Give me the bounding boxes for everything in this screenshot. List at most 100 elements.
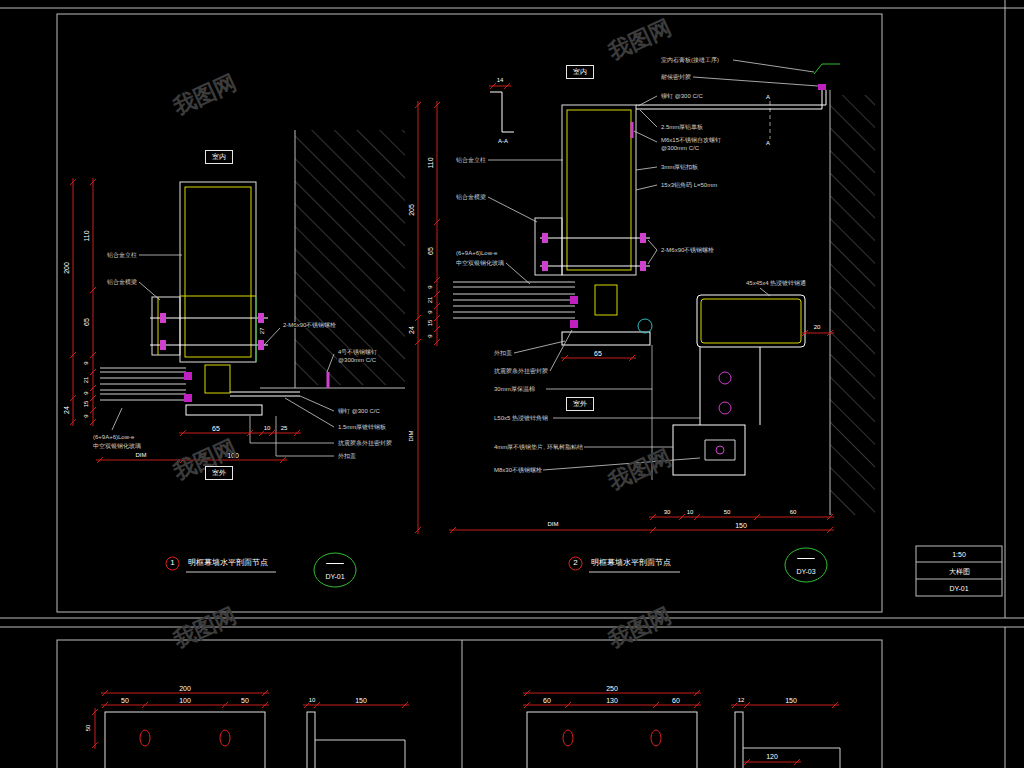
mullion-section-left — [258, 340, 264, 350]
dimension-line — [92, 742, 98, 748]
callout-text: M8x30不锈钢螺栓 — [493, 467, 543, 473]
dimension-text: 9 — [427, 309, 433, 314]
title-text: DY-01 — [948, 585, 969, 592]
callout-text: 中空双银钢化玻璃 — [455, 260, 505, 266]
mullion-section-right — [697, 295, 805, 347]
dimension-text: 65 — [211, 425, 221, 432]
mullion-section-right — [562, 105, 636, 275]
dimension-line — [222, 702, 228, 708]
dimension-text: 9 — [427, 333, 433, 338]
dimension-text: 50 — [85, 724, 91, 733]
leader-lines — [648, 250, 657, 264]
mullion-section-right — [638, 319, 652, 333]
callout-text: 外扣盖 — [493, 350, 513, 356]
dimension-line — [629, 355, 635, 361]
sheet-frame — [0, 618, 1024, 619]
mullion-section-right — [453, 300, 575, 301]
mullion-section-right — [760, 347, 761, 425]
dimension-line — [303, 705, 409, 706]
dimension-text: 110 — [83, 229, 90, 242]
leader-lines — [640, 110, 657, 127]
leader-lines — [488, 160, 563, 161]
callout-text: 铝合金立柱 — [106, 252, 138, 258]
dimension-line — [434, 219, 440, 225]
detail-ref-ellipse: DY-01 — [313, 552, 357, 588]
dimension-text: 9 — [427, 284, 433, 289]
dimension-text: A — [765, 94, 771, 100]
wall-hatch — [260, 388, 405, 389]
mullion-section-right — [701, 299, 801, 343]
dimension-text: 15 — [427, 319, 433, 328]
leader-lines — [550, 330, 572, 371]
title-text: 1:50 — [951, 551, 967, 558]
dimension-line — [247, 430, 253, 436]
dimension-text: 10 — [308, 697, 317, 703]
mullion-section-right — [705, 440, 735, 460]
sheet-frame — [0, 8, 1024, 9]
bracket-plates — [307, 712, 315, 768]
dimension-line — [73, 178, 74, 426]
callout-text: 1.5mm厚镀锌钢板 — [337, 424, 387, 430]
dimension-line — [832, 702, 838, 708]
callout-text: 铝合金横梁 — [455, 194, 487, 200]
dimension-line — [523, 705, 701, 706]
dimension-line — [262, 702, 268, 708]
dimension-text: 10 — [686, 509, 695, 515]
mullion-section-left — [186, 405, 262, 415]
callout-text: 铆钉 @300 C/C — [337, 408, 381, 414]
dimension-line — [92, 709, 98, 715]
dimension-text: 10 — [263, 425, 272, 431]
dimension-line — [649, 517, 834, 518]
dimension-text: 9 — [83, 390, 89, 395]
leader-lines — [139, 282, 160, 300]
title-text: 明框幕墙水平剖面节点 — [187, 559, 269, 567]
mullion-section-right — [453, 318, 575, 319]
dimension-line — [794, 759, 800, 765]
dimension-line — [490, 83, 496, 89]
callout-text: 15x3铝角码 L=50mm — [660, 182, 718, 188]
callout-text: M6x15不锈钢自攻螺钉 — [660, 137, 722, 143]
dimension-text: 60 — [671, 697, 681, 704]
leader-lines — [693, 77, 818, 86]
dimension-line — [70, 419, 76, 425]
dimension-line — [102, 702, 108, 708]
watermark: 我图网 — [605, 446, 674, 494]
dimension-line — [90, 179, 96, 185]
dimension-line — [524, 690, 530, 696]
leader-lines — [648, 240, 657, 250]
dimension-line — [97, 457, 103, 463]
callout-text: 2-M6x90不锈钢螺栓 — [660, 247, 715, 253]
mullion-section-right — [631, 122, 634, 138]
dimension-text: 15 — [83, 400, 89, 409]
node-text: 室内 — [212, 153, 226, 161]
mullion-section-left — [230, 396, 300, 397]
dimension-line — [827, 514, 833, 520]
detail-number: 2 — [568, 556, 583, 571]
dimension-text: 24 — [63, 405, 70, 415]
dimension-line — [90, 369, 96, 375]
mullion-section-right — [636, 90, 826, 105]
callout-text: 室内石膏板(接缝工序) — [660, 57, 720, 63]
bracket-plates — [527, 712, 697, 768]
bracket-plates — [563, 730, 573, 746]
watermark: 我图网 — [170, 71, 239, 119]
dimension-text: 9 — [83, 413, 89, 418]
bracket-plates — [105, 712, 265, 768]
ref-divider — [326, 563, 344, 564]
dimension-line — [562, 355, 568, 361]
wall-hatch — [830, 95, 875, 515]
dimension-text: 21 — [427, 296, 433, 305]
dimension-line — [415, 315, 421, 321]
dimension-line — [694, 702, 700, 708]
dimension-line — [294, 430, 300, 436]
callout-text: 抗震胶条外挂密封胶 — [493, 368, 549, 374]
dimension-line — [694, 690, 700, 696]
mullion-section-left — [160, 340, 166, 350]
callout-text: 耐候密封胶 — [660, 74, 692, 80]
leader-lines — [112, 60, 818, 572]
mullion-section-right — [453, 294, 575, 295]
mullion-section-right — [453, 312, 575, 313]
mullion-section-left — [185, 187, 251, 357]
detail-number: 1 — [165, 556, 180, 571]
